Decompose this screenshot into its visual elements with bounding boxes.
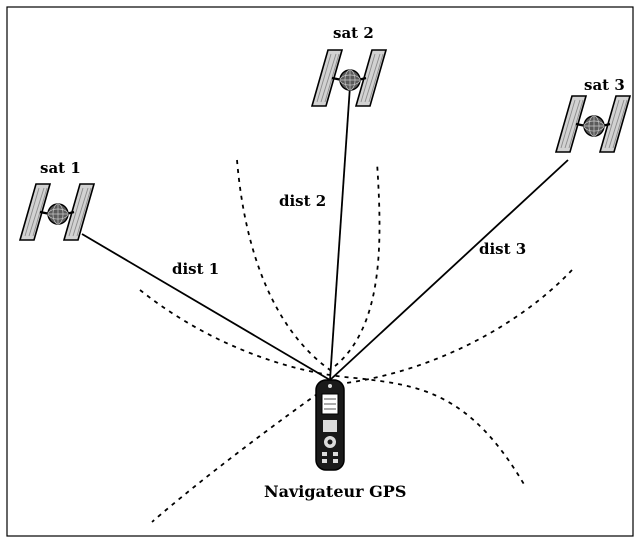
distance-line-3 (329, 159, 569, 381)
arc-sat-1 (139, 289, 526, 487)
satellite-icon (554, 94, 632, 154)
diagram-frame (6, 6, 634, 537)
sat-1-label: sat 1 (40, 159, 81, 177)
gps-receiver-icon (315, 379, 345, 471)
sat-2-label: sat 2 (333, 24, 374, 42)
dist-2-label: dist 2 (279, 192, 326, 210)
dist-1-label: dist 1 (172, 260, 219, 278)
distance-line-2 (329, 85, 351, 381)
position-arcs (139, 159, 573, 523)
sat-3-label: sat 3 (584, 76, 625, 94)
receiver-label: Navigateur GPS (264, 482, 406, 501)
distance-line-1 (81, 233, 331, 381)
satellite-icon (18, 182, 96, 242)
distance-lines (81, 85, 569, 381)
dist-3-label: dist 3 (479, 240, 526, 258)
